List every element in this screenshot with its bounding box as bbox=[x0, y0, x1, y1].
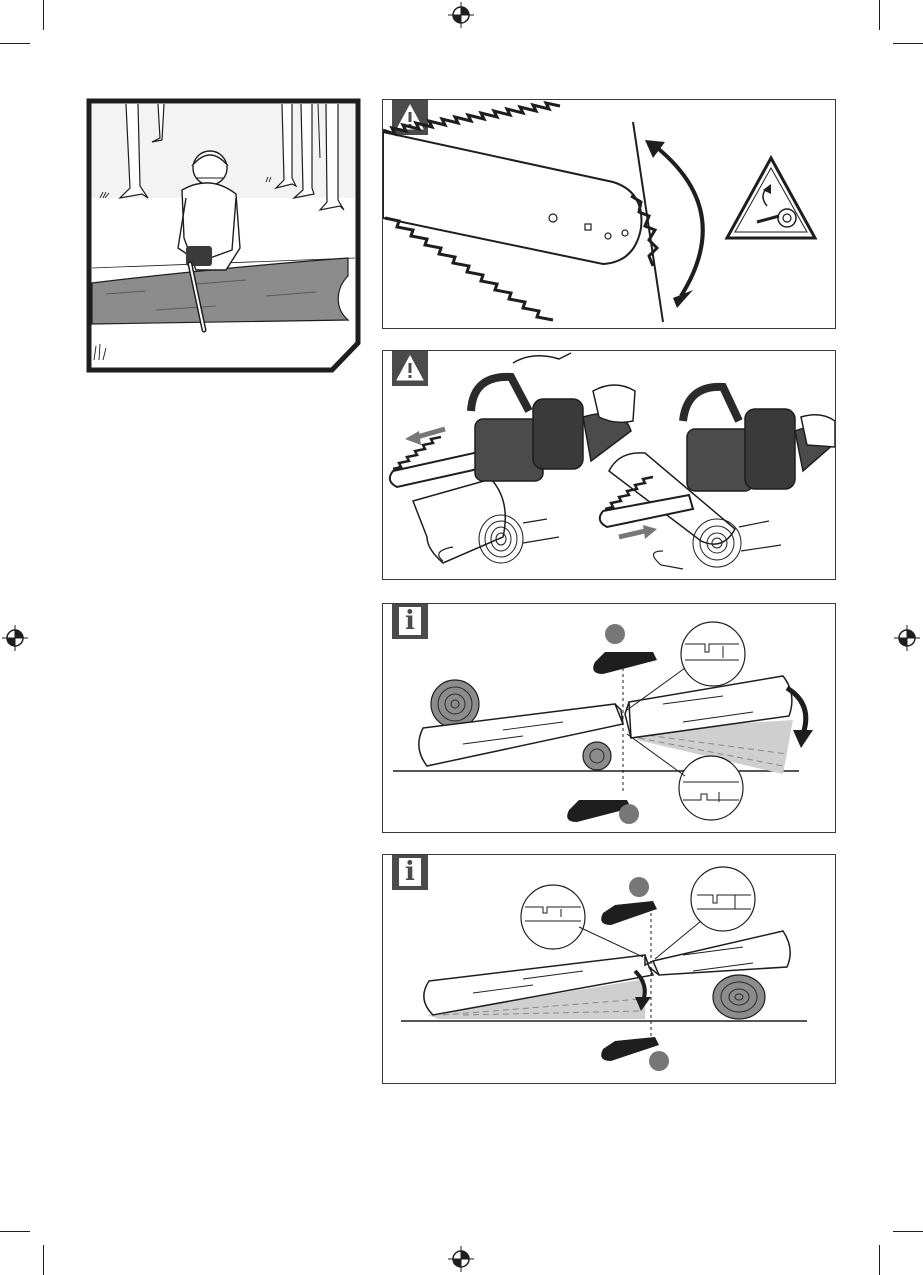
registration-mark-icon bbox=[448, 1246, 474, 1272]
log-supported-both-ends-panel: i bbox=[382, 854, 836, 1084]
log-supported-one-end-panel: i bbox=[382, 603, 836, 833]
log-cut-one-end-illustration bbox=[383, 604, 836, 833]
crop-mark bbox=[893, 43, 923, 44]
chainsaw-cutting-illustration bbox=[383, 351, 836, 580]
log-cut-both-ends-illustration bbox=[383, 855, 836, 1084]
crop-mark bbox=[0, 1231, 30, 1232]
crop-mark bbox=[43, 0, 44, 30]
guide-bar-illustration bbox=[383, 100, 836, 329]
crop-mark bbox=[0, 43, 30, 44]
pull-push-cutting-panel bbox=[382, 350, 836, 580]
kickback-zone-panel bbox=[382, 99, 836, 329]
operator-stance-illustration bbox=[86, 98, 361, 373]
crop-mark bbox=[43, 1245, 44, 1275]
registration-mark-icon bbox=[448, 2, 474, 28]
registration-mark-icon bbox=[894, 625, 920, 651]
registration-mark-icon bbox=[2, 625, 28, 651]
crop-mark bbox=[893, 1231, 923, 1232]
crop-mark bbox=[879, 1245, 880, 1275]
crop-mark bbox=[879, 0, 880, 30]
kickback-warning-sign-icon bbox=[727, 158, 815, 238]
